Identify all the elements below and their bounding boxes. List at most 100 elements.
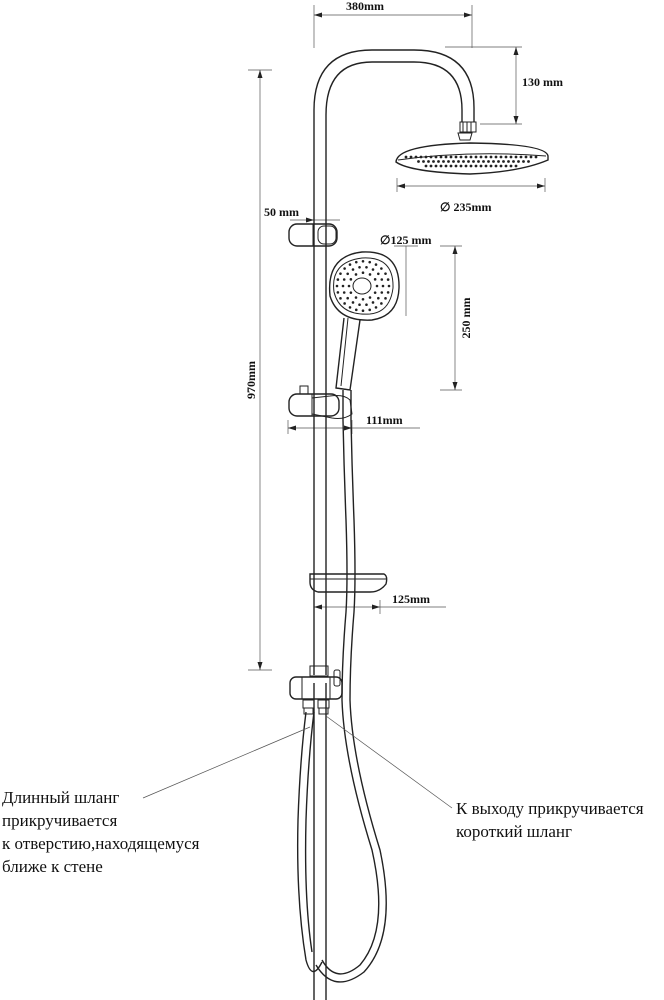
nozzle-dot bbox=[419, 155, 423, 159]
nozzle-dot bbox=[373, 291, 377, 294]
nozzle-dot bbox=[494, 164, 498, 168]
nozzle-dot bbox=[417, 160, 420, 163]
note-long-hose-line-1: Длинный шланг bbox=[2, 788, 120, 807]
nozzle-dot bbox=[339, 297, 342, 300]
nozzle-dot bbox=[492, 160, 495, 163]
nozzle-dot bbox=[489, 155, 493, 159]
nozzle-dot bbox=[347, 284, 351, 288]
nozzle-dot bbox=[358, 303, 361, 307]
overhead-nozzles bbox=[404, 155, 538, 168]
nozzle-dot bbox=[524, 155, 528, 159]
nozzle-dot bbox=[429, 164, 433, 168]
dim-elbow-drop: 130 mm bbox=[445, 46, 563, 125]
nozzle-dot bbox=[479, 164, 483, 168]
nozzle-dot bbox=[377, 296, 380, 300]
nozzle-dot bbox=[339, 272, 342, 275]
nozzle-dot bbox=[432, 160, 435, 163]
nozzle-dot bbox=[373, 278, 377, 281]
nozzle-dot bbox=[427, 160, 430, 163]
upper-clamp bbox=[288, 223, 338, 247]
riser-pipe bbox=[313, 49, 477, 1000]
nozzle-dot bbox=[361, 298, 365, 301]
nozzle-dot bbox=[472, 160, 475, 163]
nozzle-dot bbox=[507, 160, 510, 163]
nozzle-dot bbox=[361, 260, 365, 263]
nozzle-dot bbox=[386, 291, 390, 294]
nozzle-dot bbox=[422, 160, 425, 163]
dim-shelf-width-label: 125mm bbox=[392, 592, 430, 606]
nozzle-dot bbox=[449, 155, 453, 159]
nozzle-dot bbox=[479, 155, 483, 159]
nozzle-dot bbox=[414, 155, 418, 159]
nozzle-dot bbox=[487, 160, 490, 163]
nozzle-dot bbox=[368, 273, 372, 276]
nozzle-dot bbox=[504, 164, 508, 168]
nozzle-dot bbox=[459, 164, 463, 168]
dim-shelf-width: 125mm bbox=[313, 592, 446, 614]
nozzle-dot bbox=[502, 160, 505, 163]
nozzle-dot bbox=[365, 265, 368, 269]
nozzle-dot bbox=[371, 301, 375, 304]
dim-total-height: 970mm bbox=[244, 69, 272, 671]
nozzle-dot bbox=[381, 284, 385, 288]
nozzle-dot bbox=[514, 155, 518, 159]
nozzle-dot bbox=[437, 160, 440, 163]
nozzle-dot bbox=[457, 160, 460, 163]
nozzle-dot bbox=[424, 164, 428, 168]
dim-hand-length: 250 mm bbox=[440, 245, 473, 391]
nozzle-dot bbox=[343, 302, 346, 305]
nozzle-dot bbox=[469, 164, 473, 168]
nozzle-dot bbox=[354, 308, 358, 312]
nozzle-dot bbox=[346, 272, 349, 276]
nozzle-dot bbox=[454, 164, 458, 168]
dim-bar-offset: 50 mm bbox=[264, 205, 340, 232]
note-long-hose-line-2: прикручивается bbox=[2, 811, 118, 830]
nozzle-dot bbox=[380, 291, 384, 294]
nozzle-dot bbox=[499, 164, 503, 168]
dim-elbow-drop-label: 130 mm bbox=[522, 75, 563, 89]
nozzle-dot bbox=[522, 160, 525, 163]
nozzle-dot bbox=[494, 155, 498, 159]
nozzle-dot bbox=[484, 164, 488, 168]
leader-left bbox=[142, 726, 311, 799]
nozzle-dot bbox=[342, 291, 346, 294]
nozzle-dot bbox=[351, 268, 355, 271]
dim-overhead-diameter-label: ∅ 235mm bbox=[440, 200, 491, 214]
note-long-hose-line-3: к отверстию,находящемуся bbox=[2, 834, 200, 853]
nozzle-dot bbox=[361, 271, 365, 275]
nozzle-dot bbox=[384, 297, 387, 300]
hand-shower bbox=[328, 251, 400, 391]
overhead-shower-head bbox=[395, 132, 549, 175]
nozzle-dot bbox=[404, 155, 408, 159]
nozzle-dot bbox=[341, 284, 345, 288]
nozzle-dot bbox=[374, 263, 378, 266]
note-long-hose-line-4: ближе к стене bbox=[2, 857, 103, 876]
soap-shelf bbox=[309, 573, 388, 593]
note-short-hose: К выходу прикручивается короткий шланг bbox=[456, 797, 644, 843]
nozzle-dot bbox=[368, 296, 372, 299]
nozzle-dot bbox=[349, 291, 353, 294]
nozzle-dot bbox=[377, 272, 380, 276]
nozzle-dot bbox=[375, 284, 379, 288]
nozzle-dot bbox=[343, 267, 346, 270]
nozzle-dot bbox=[447, 160, 450, 163]
nozzle-dot bbox=[348, 263, 352, 266]
nozzle-dot bbox=[371, 268, 375, 271]
nozzle-dot bbox=[380, 267, 383, 270]
note-short-hose-line-2: короткий шланг bbox=[456, 822, 572, 841]
dim-holder-depth-label: 111mm bbox=[366, 413, 403, 427]
nozzle-dot bbox=[354, 260, 358, 264]
nozzle-dot bbox=[477, 160, 480, 163]
nozzle-dot bbox=[517, 160, 520, 163]
nozzle-dot bbox=[434, 155, 438, 159]
nozzle-dot bbox=[380, 302, 383, 305]
nozzle-dot bbox=[474, 155, 478, 159]
nozzle-dot bbox=[489, 164, 493, 168]
nozzle-dot bbox=[519, 155, 523, 159]
dim-total-height-label: 970mm bbox=[244, 361, 258, 399]
dim-holder-depth: 111mm bbox=[287, 413, 420, 434]
nozzle-dot bbox=[464, 155, 468, 159]
nozzle-dot bbox=[336, 278, 340, 281]
nozzle-dot bbox=[374, 306, 378, 309]
